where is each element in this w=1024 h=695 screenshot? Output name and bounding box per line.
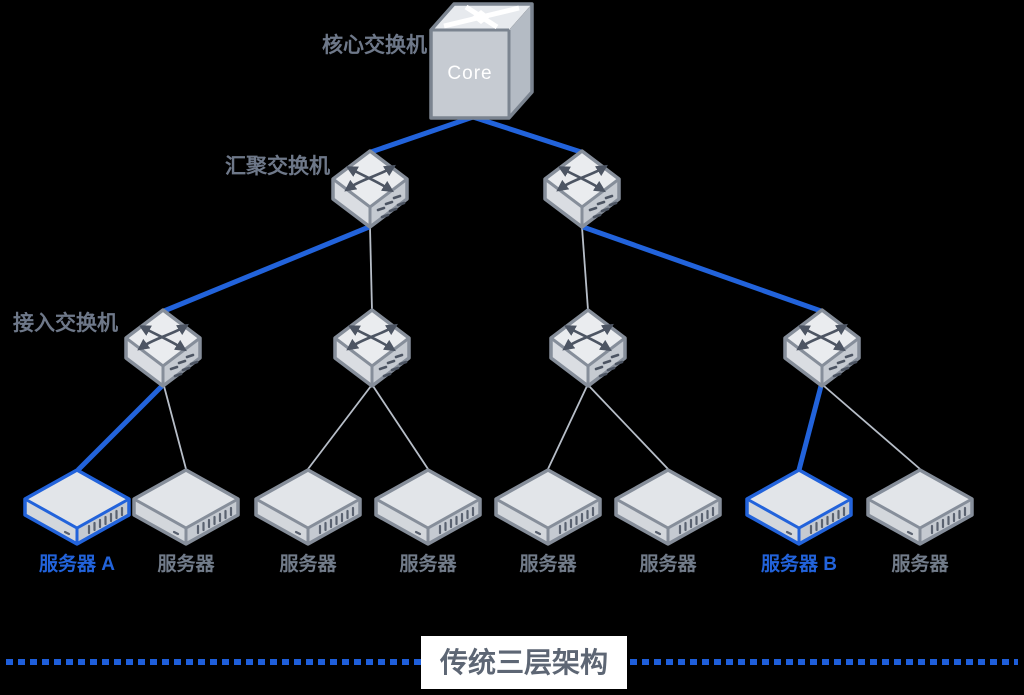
- link-core-agg2: [472, 114, 582, 155]
- server-a-label: 服务器 A: [39, 552, 115, 575]
- server-node-6: [614, 468, 722, 546]
- diagram-title: 传统三层架构: [439, 646, 608, 678]
- server-2-label: 服务器: [157, 552, 215, 575]
- server-node-2: [132, 468, 240, 546]
- link-access2-server3: [307, 385, 372, 470]
- link-agg1-access2: [369, 226, 373, 311]
- link-agg1-access1: [163, 224, 370, 314]
- link-access1-server2: [163, 385, 187, 470]
- server-b-label: 服务器 B: [761, 552, 837, 575]
- link-access3-server6: [588, 385, 669, 470]
- link-access4-server-b: [796, 385, 824, 471]
- server-6-label: 服务器: [639, 552, 697, 575]
- server-3-label: 服务器: [279, 552, 337, 575]
- server-8-label: 服务器: [891, 552, 949, 575]
- link-access3-server5: [547, 385, 588, 470]
- link-agg2-access4: [582, 224, 822, 314]
- server-b-node: [745, 468, 853, 546]
- link-access4-server8: [823, 385, 921, 470]
- aggregation-switch-1: [333, 151, 407, 227]
- server-4-label: 服务器: [399, 552, 457, 575]
- tier-label-core: 核心交换机: [322, 33, 427, 57]
- server-node-5: [494, 468, 602, 546]
- server-a-node: [23, 468, 131, 546]
- core-switch-node: Core: [429, 2, 534, 120]
- server-node-4: [374, 468, 482, 546]
- core-switch-label: Core: [447, 63, 492, 84]
- server-node-3: [254, 468, 362, 546]
- access-switch-2: [335, 310, 409, 386]
- diagram-footer: 传统三层架构: [6, 636, 1018, 689]
- title-box: [421, 636, 627, 689]
- access-switch-3: [551, 310, 625, 386]
- access-switch-4: [785, 310, 859, 386]
- link-access2-server4: [372, 385, 429, 470]
- topology-links: [76, 114, 921, 472]
- tier-label-access: 接入交换机: [13, 311, 118, 335]
- server-node-8: [866, 468, 974, 546]
- link-agg2-access3: [581, 226, 589, 311]
- access-switch-1: [126, 310, 200, 386]
- link-access1-server-a: [76, 384, 164, 472]
- server-5-label: 服务器: [519, 552, 577, 575]
- core-crossbar-icon: [443, 4, 520, 30]
- aggregation-switch-2: [545, 151, 619, 227]
- tier-label-aggregation: 汇聚交换机: [225, 154, 330, 178]
- link-core-agg1: [370, 114, 474, 155]
